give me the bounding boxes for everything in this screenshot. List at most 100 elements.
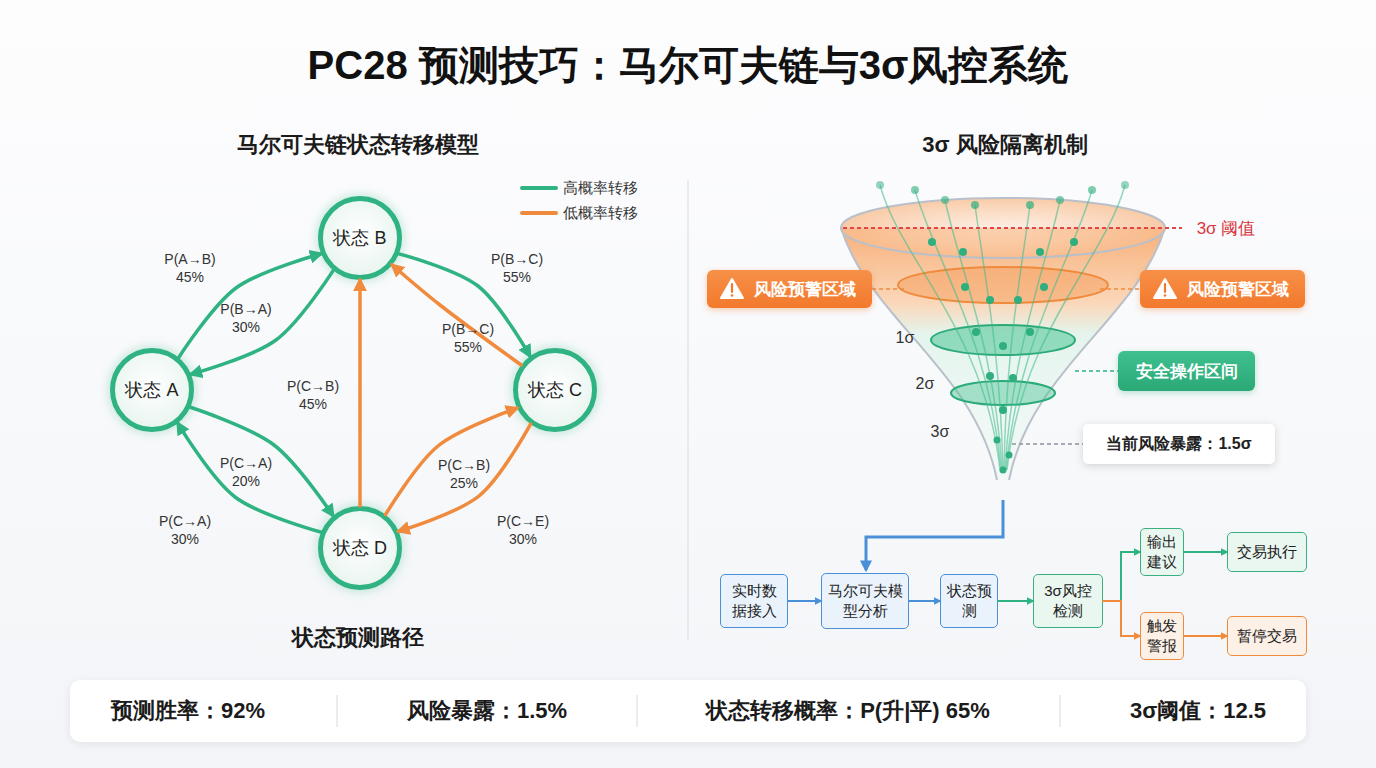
node-text: 实时数据接入 <box>726 581 782 622</box>
transition-arrow <box>399 254 530 356</box>
particle-dot <box>1056 196 1064 204</box>
particle-stream <box>915 190 1001 470</box>
feedback-line <box>866 500 1003 570</box>
particle-dot <box>1088 186 1096 194</box>
warning-mark <box>731 294 734 297</box>
particle-dot <box>1000 467 1007 474</box>
node-text: 状态 A <box>125 378 178 402</box>
edge-label: P(C→E) 30% <box>491 512 555 548</box>
process-box: 实时数据接入 <box>720 574 788 628</box>
edge-label: P(A→B) 45% <box>158 250 222 286</box>
particle-dot <box>971 201 979 209</box>
particle-dot <box>1009 374 1017 382</box>
circle-shape <box>321 199 400 278</box>
transition-arrow <box>178 423 321 532</box>
process-box: 暂停交易 <box>1227 616 1307 656</box>
particle-dot <box>986 296 994 304</box>
state-circle: 状态 A <box>110 348 194 432</box>
warning-triangle <box>721 279 743 298</box>
edge-label: P(C→B) 45% <box>281 377 345 413</box>
process-box: 状态预测 <box>940 574 998 628</box>
circle-shape <box>321 509 400 588</box>
transition-arrow <box>398 424 530 531</box>
sigma-ring <box>951 381 1055 405</box>
edge-label: P(B→A) 30% <box>214 300 278 336</box>
particle-dot <box>999 342 1007 350</box>
sigma-label: 1σ <box>896 329 915 347</box>
warning-badge: 风险预警区域 <box>1140 270 1305 308</box>
node-text: 状态 D <box>333 536 387 560</box>
safe-badge: 安全操作区间 <box>1118 351 1255 391</box>
section-heading: 状态预测路径 <box>292 623 424 653</box>
title: PC28 预测技巧：马尔可夫链与3σ风控系统 <box>0 38 1376 93</box>
process-box: 输出建议 <box>1140 528 1184 576</box>
transition-arrow <box>191 270 333 374</box>
section-heading: 3σ 风险隔离机制 <box>922 130 1087 160</box>
separator-line <box>1059 695 1061 727</box>
leader-line <box>1100 288 1140 290</box>
particle-stream <box>945 200 1002 470</box>
leader-line <box>872 288 905 290</box>
particle-stream <box>975 205 1003 470</box>
node-text: 3σ风控检测 <box>1039 581 1097 622</box>
warning-badge: 风险预警区域 <box>707 270 872 308</box>
warning-icon <box>1154 279 1176 298</box>
node-text: 风险预警区域 <box>1187 278 1289 301</box>
sigma-label: 2σ <box>916 375 935 393</box>
circle-shape <box>516 351 595 430</box>
particle-dot <box>1036 248 1044 256</box>
separator-line <box>636 695 638 727</box>
particle-dot <box>1026 201 1034 209</box>
node-text: 3σ阈值：12.5 <box>1130 696 1266 726</box>
divider-line <box>687 180 689 640</box>
particle-dot <box>1006 452 1013 459</box>
particle-dot <box>928 238 936 246</box>
warning-mark <box>1164 294 1167 297</box>
edge-label: P(C→A) 20% <box>214 454 278 490</box>
threshold-label: 3σ 阈值 <box>1197 217 1256 240</box>
node-text: 预测胜率：92% <box>111 696 265 726</box>
leader-line <box>1012 443 1083 445</box>
warning-mark <box>1164 284 1166 292</box>
edge-label: P(B→C) 55% <box>436 320 500 356</box>
particle-dot <box>961 283 969 291</box>
particle-dot <box>959 248 967 256</box>
particle-dot <box>1026 328 1034 336</box>
node-text: 暂停交易 <box>1237 626 1297 646</box>
connector-group <box>178 254 1227 636</box>
particle-dot <box>999 406 1007 414</box>
legend-line <box>522 211 556 215</box>
particle-stream <box>880 185 1000 470</box>
particle-dot <box>986 372 994 380</box>
particle-dot <box>911 186 919 194</box>
process-box: 马尔可夫模型分析 <box>821 573 909 629</box>
particle-dot <box>972 328 980 336</box>
sigma-ring <box>931 325 1075 355</box>
transition-arrow <box>179 254 321 358</box>
process-box: 交易执行 <box>1227 532 1307 572</box>
node-text: 状态转移概率：P(升|平) 65% <box>706 696 990 726</box>
particle-dot <box>1040 283 1048 291</box>
callout-box: 当前风险暴露：1.5σ <box>1083 424 1275 464</box>
node-text: 交易执行 <box>1237 542 1297 562</box>
particle-dot <box>1014 296 1022 304</box>
state-circle: 状态 B <box>318 196 402 280</box>
state-circle: 状态 C <box>513 348 597 432</box>
node-text: 风险暴露：1.5% <box>407 696 567 726</box>
particle-dot <box>941 196 949 204</box>
transition-arrow <box>190 407 333 515</box>
transition-arrow <box>358 280 362 506</box>
particle-dot <box>1121 181 1129 189</box>
edge-label: P(C→B) 25% <box>432 456 496 492</box>
node-text: 输出建议 <box>1146 532 1178 573</box>
legend-text: 高概率转移 <box>563 179 638 198</box>
warning-triangle <box>1154 279 1176 298</box>
node-text: 触发警报 <box>1146 616 1178 657</box>
legend-text: 低概率转移 <box>563 204 638 223</box>
particle-dot <box>876 181 884 189</box>
process-box: 3σ风控检测 <box>1033 574 1103 628</box>
stats-band: 预测胜率：92% 风险暴露：1.5% 状态转移概率：P(升|平) 65% 3σ阈值：1… <box>70 680 1306 742</box>
node-text: 状态 C <box>528 378 582 402</box>
flow-arrow <box>998 600 1033 602</box>
